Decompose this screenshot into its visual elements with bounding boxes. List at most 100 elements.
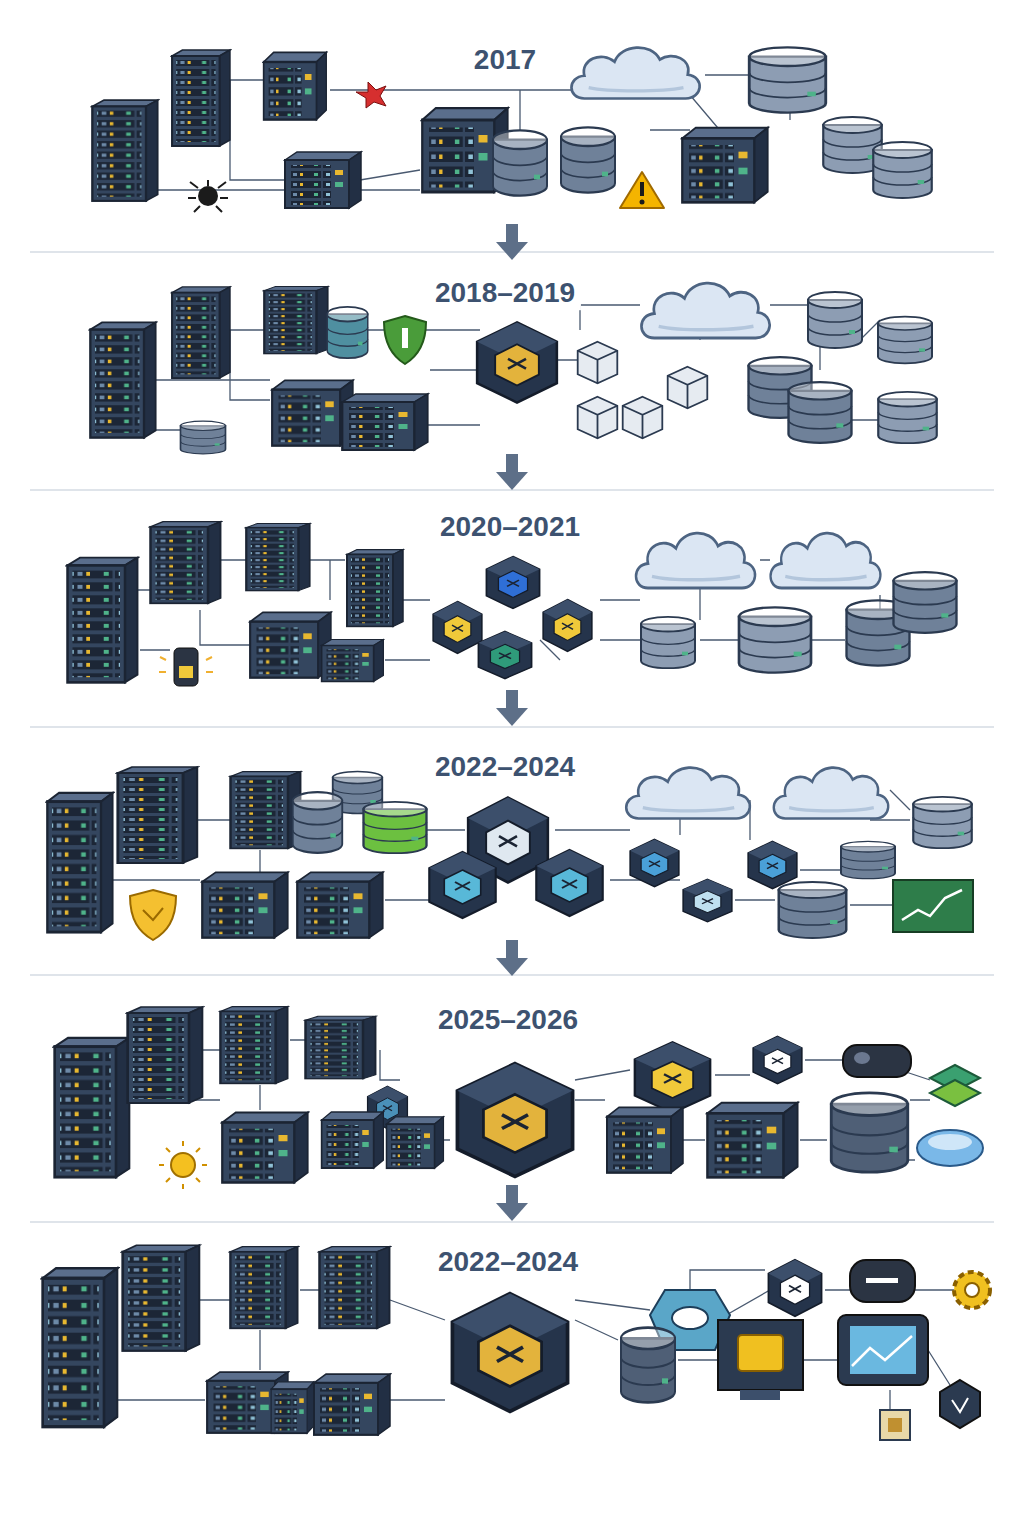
container-cube	[768, 1260, 821, 1317]
database	[364, 802, 427, 853]
monitor-icon	[718, 1320, 803, 1400]
container-cube	[543, 600, 592, 652]
container-cube	[477, 322, 557, 402]
database	[878, 317, 932, 364]
container-cube	[486, 557, 539, 609]
database	[493, 130, 547, 195]
down-arrow	[496, 1185, 528, 1221]
year-label: 2022–2024	[432, 1245, 584, 1279]
container-cube	[630, 839, 679, 886]
server-box	[342, 394, 428, 450]
container-cube	[536, 850, 602, 916]
year-label: 2025–2026	[432, 1003, 584, 1037]
server-box	[322, 640, 384, 682]
database	[181, 421, 226, 454]
bug-icon	[188, 180, 228, 212]
database	[739, 607, 811, 672]
wireframe-cube	[623, 397, 663, 438]
server-box	[607, 1107, 683, 1172]
database	[293, 792, 343, 853]
database	[789, 382, 852, 443]
server-rack	[306, 1016, 376, 1078]
small-cube-icon	[880, 1410, 910, 1440]
server-box	[297, 872, 383, 937]
server-box	[250, 612, 331, 677]
container-cube	[753, 1036, 802, 1083]
database	[779, 882, 847, 938]
server-rack	[320, 1247, 390, 1329]
database	[913, 797, 972, 848]
server-rack	[68, 558, 138, 683]
gear-icon	[954, 1272, 990, 1308]
server-rack	[264, 286, 327, 353]
chat-icon	[850, 1260, 915, 1302]
band-2022	[47, 767, 973, 940]
device-icon	[159, 648, 213, 686]
cloud	[571, 48, 699, 99]
wireframe-cube	[578, 342, 618, 383]
server-rack	[172, 287, 230, 378]
server-rack	[55, 1038, 130, 1177]
headset-icon	[843, 1045, 911, 1077]
wireframe-cube	[578, 397, 618, 438]
database	[878, 392, 937, 443]
cloud	[626, 768, 750, 819]
server-rack	[172, 50, 230, 146]
server-box	[707, 1103, 797, 1178]
chart-icon	[893, 880, 973, 932]
database	[749, 47, 826, 112]
database	[561, 127, 615, 192]
year-label: 2018–2019	[429, 276, 581, 310]
separator	[30, 726, 994, 728]
wireframe-cube	[668, 367, 708, 408]
down-arrow	[496, 940, 528, 976]
cloud	[771, 533, 881, 588]
server-rack	[47, 793, 112, 932]
container-cube	[478, 631, 531, 678]
server-rack	[118, 767, 197, 863]
sun-icon	[159, 1141, 207, 1189]
container-cube	[429, 852, 495, 918]
database	[327, 307, 368, 358]
server-box	[682, 128, 768, 203]
server-rack	[220, 1007, 287, 1084]
separators	[30, 252, 994, 1222]
server-box	[314, 1374, 390, 1435]
cloud	[636, 533, 755, 588]
warning-icon	[620, 172, 664, 208]
separator	[30, 1221, 994, 1223]
server-rack	[347, 550, 403, 627]
server-box	[272, 380, 353, 445]
wire	[150, 300, 880, 430]
band-2022-late	[43, 1245, 990, 1440]
server-rack	[230, 1247, 297, 1329]
server-rack	[151, 522, 221, 604]
database	[841, 841, 895, 878]
server-rack	[123, 1245, 200, 1351]
server-rack	[246, 523, 309, 590]
container-cube	[452, 1294, 567, 1412]
down-arrow	[496, 690, 528, 726]
server-box	[202, 872, 288, 937]
alert-burst	[356, 82, 386, 108]
database	[641, 617, 695, 668]
wires	[110, 75, 955, 1410]
server-box	[285, 152, 361, 208]
band-2020	[68, 522, 957, 686]
server-box	[264, 52, 327, 119]
container-cube	[457, 1063, 572, 1176]
server-box	[322, 1112, 384, 1168]
layers-icon	[930, 1065, 980, 1106]
cloud	[641, 283, 769, 338]
database	[894, 572, 957, 633]
container-cube	[683, 879, 732, 921]
tablet-icon	[838, 1315, 928, 1385]
server-box	[222, 1113, 308, 1183]
server-box	[271, 1382, 314, 1433]
badge-icon	[940, 1380, 980, 1428]
container-cube	[635, 1042, 710, 1113]
server-rack	[90, 322, 155, 437]
shield-icon	[130, 890, 176, 940]
shield-icon	[384, 316, 426, 364]
